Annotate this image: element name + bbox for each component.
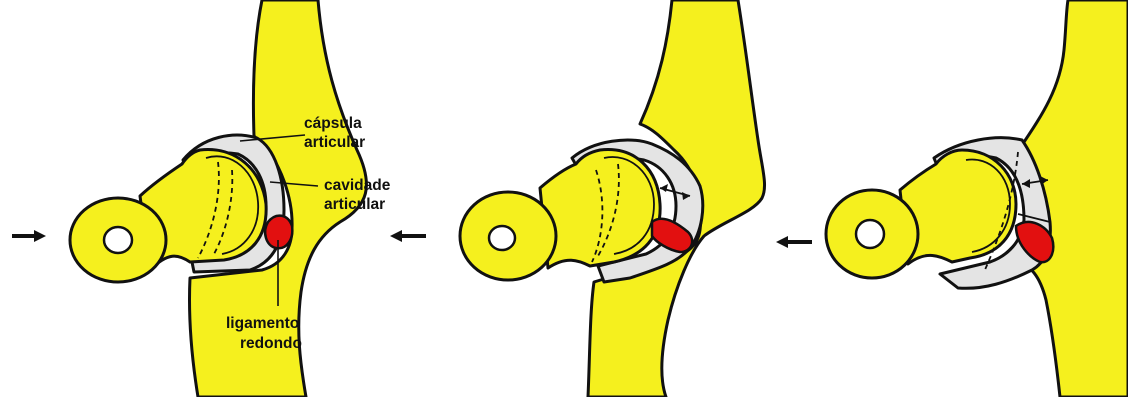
- panel-2-gap-arrowhead-a: [660, 184, 668, 192]
- panel-1-femur-medullary-canal: [104, 227, 132, 253]
- panel-2-femur-neck: [540, 150, 660, 268]
- label-capsule-2: articular: [304, 134, 365, 151]
- panel-3-femur-medullary-canal: [856, 220, 884, 248]
- panel-3-force-arrow: [776, 236, 812, 248]
- panel-2-femur-medullary-canal: [489, 226, 515, 250]
- label-ligament-2: redondo: [240, 335, 302, 352]
- label-ligament-1: ligamento: [226, 315, 299, 332]
- panel-3-luxation: [776, 0, 1128, 397]
- panel-1-force-arrow: [12, 230, 46, 242]
- panel-1-normal-joint: cápsula articular cavidade articular lig…: [12, 0, 391, 397]
- label-cavity-2: articular: [324, 196, 385, 213]
- label-capsule-1: cápsula: [304, 115, 362, 132]
- label-cavity-1: cavidade: [324, 177, 391, 194]
- panel-2-subluxation: [390, 0, 765, 397]
- panel-2-force-arrow: [390, 230, 426, 242]
